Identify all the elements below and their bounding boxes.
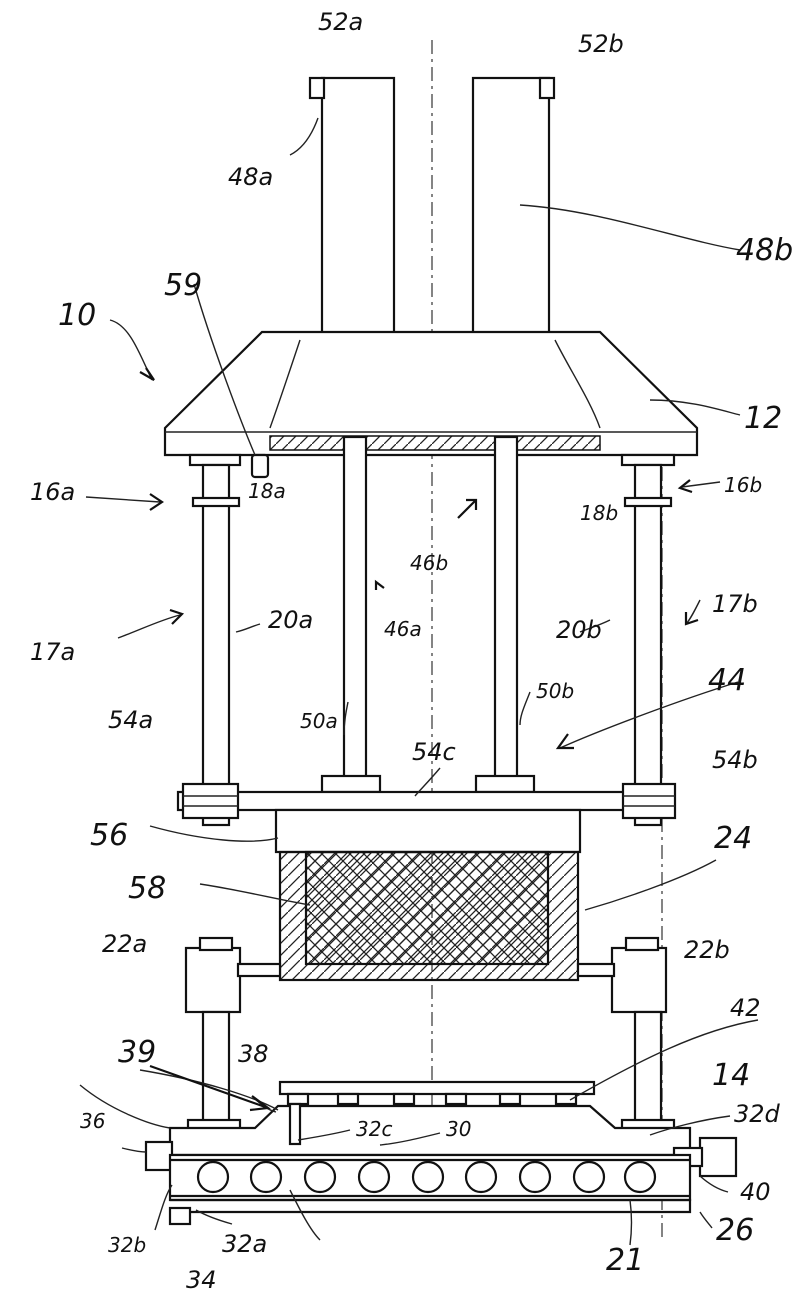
arrow-17b (684, 612, 699, 626)
arrow-17a (169, 608, 185, 625)
label-18b: 18b (580, 501, 618, 525)
moving-plate-44 (176, 774, 677, 820)
piston-rod-46a (342, 435, 368, 779)
label-21: 21 (606, 1243, 644, 1278)
label-32b: 32b (108, 1233, 146, 1257)
label-17b: 17b (712, 590, 758, 618)
adapter-56 (274, 808, 582, 854)
label-52a: 52a (318, 8, 363, 36)
arrow-44 (555, 733, 574, 750)
label-32d: 32d (734, 1100, 781, 1128)
leader-lines (79, 117, 759, 1246)
label-16a: 16a (30, 478, 75, 506)
lower-table-14 (168, 1080, 692, 1157)
arrow-46a (374, 579, 385, 590)
label-46a: 46a (384, 617, 422, 641)
label-26: 26 (716, 1213, 754, 1248)
label-42: 42 (730, 994, 761, 1022)
arrow-10 (139, 367, 155, 381)
label-34: 34 (186, 1266, 217, 1294)
mould-24 (236, 850, 616, 982)
label-58: 58 (128, 871, 166, 906)
label-16b: 16b (724, 473, 762, 497)
label-54b: 54b (712, 746, 758, 774)
label-50b: 50b (536, 679, 574, 703)
block-40 (698, 1136, 738, 1178)
label-20b: 20b (556, 616, 602, 644)
label-12: 12 (744, 401, 782, 436)
arrow-46b (457, 498, 478, 519)
label-32a: 32a (222, 1230, 267, 1258)
label-39: 39 (118, 1035, 156, 1070)
block-36 (144, 1140, 174, 1172)
label-54a: 54a (108, 706, 153, 734)
label-18a: 18a (248, 479, 286, 503)
rollers-21 (196, 1160, 657, 1194)
label-46b: 46b (410, 551, 448, 575)
label-17a: 17a (30, 638, 75, 666)
label-59: 59 (164, 268, 202, 303)
label-32c: 32c (356, 1117, 392, 1141)
label-10: 10 (58, 298, 96, 333)
label-54c: 54c (412, 738, 456, 766)
label-48b: 48b (736, 233, 793, 268)
label-20a: 20a (268, 606, 313, 634)
label-52b: 52b (578, 30, 624, 58)
piston-rod-46b (493, 435, 519, 779)
label-50a: 50a (300, 709, 338, 733)
arrow-16b (677, 479, 693, 494)
label-14: 14 (712, 1058, 750, 1093)
crown-12 (163, 330, 699, 457)
column-20b (610, 453, 676, 1132)
label-56: 56 (90, 818, 128, 853)
sensor-59 (250, 453, 270, 479)
column-20a (184, 453, 242, 1132)
label-40: 40 (740, 1178, 771, 1206)
label-22a: 22a (102, 930, 147, 958)
label-38: 38 (238, 1040, 269, 1068)
arrow-16a (149, 493, 164, 511)
label-48a: 48a (228, 163, 273, 191)
label-22b: 22b (684, 936, 730, 964)
label-44: 44 (708, 663, 746, 698)
label-24: 24 (714, 821, 752, 856)
arrow-39 (149, 1064, 271, 1112)
label-30: 30 (446, 1117, 471, 1141)
label-36: 36 (80, 1109, 105, 1133)
